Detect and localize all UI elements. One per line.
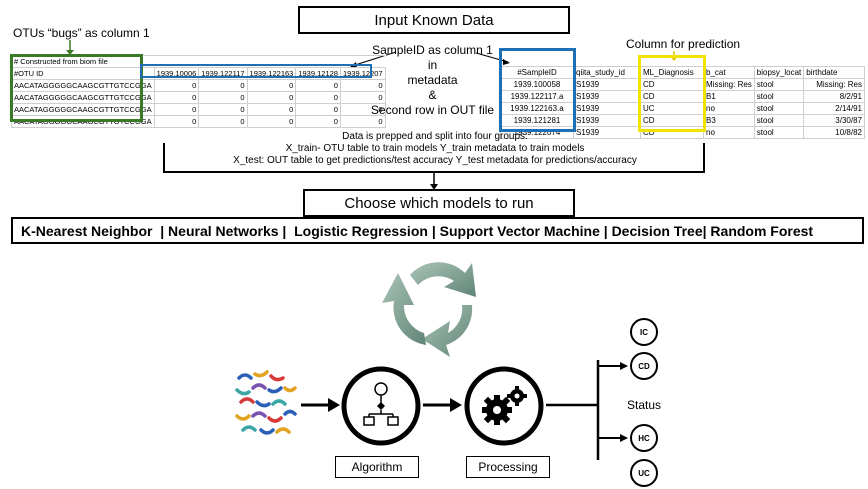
- algorithm-label: Algorithm: [351, 460, 403, 474]
- models-list: K-Nearest Neighbor | Neural Networks | L…: [21, 222, 814, 239]
- status-uc: UC: [630, 459, 658, 487]
- sampleid-column-highlight: [499, 48, 576, 132]
- otu-cell: 0: [246, 115, 297, 128]
- funnel-bracket: [163, 143, 705, 190]
- bacteria-icon: [235, 370, 297, 435]
- status-ic-label: IC: [640, 327, 648, 337]
- otu-cell: 0: [295, 115, 341, 128]
- sampleid-line1: SampleID as column 1 in: [372, 43, 493, 72]
- meta-cell: S1939: [573, 126, 641, 139]
- status-ic: IC: [630, 318, 658, 346]
- processing-label: Processing: [478, 460, 538, 474]
- table-row: AACATAGGGGGCAAGCGTTGTCCGGA 0 0 0 0 0: [11, 103, 386, 116]
- split-line3: X_test: OUT table to get predictions/tes…: [233, 155, 637, 166]
- sampleid-line3: Second row in OUT file: [370, 103, 495, 117]
- meta-cell: 10/8/82: [803, 126, 865, 139]
- otu-table-area: # Constructed from biom file #OTU ID 193…: [11, 55, 386, 128]
- table-row: AACATAGGGGGCAAGCGTTGTCCGGA 0 0 0 0 0: [11, 79, 386, 92]
- otu-cell: 0: [198, 115, 248, 128]
- meta-cell: stool: [753, 126, 805, 139]
- status-cd-label: CD: [638, 361, 650, 371]
- otu-id-column-highlight: [10, 54, 143, 122]
- otus-annotation: OTUs “bugs” as column 1: [13, 26, 150, 40]
- table-row: 1939.122117.a S1939 CD B1 stool 8/2/91: [500, 90, 865, 103]
- sampleid-amp: &: [428, 88, 437, 102]
- algorithm-label-box: Algorithm: [335, 456, 419, 478]
- pipeline-arrows: [301, 360, 628, 460]
- sampleid-line2: metadata: [407, 73, 458, 87]
- status-cd: CD: [630, 352, 658, 380]
- status-label: Status: [627, 398, 662, 412]
- otus-arrow: [66, 40, 74, 55]
- sample-row-highlight: [140, 64, 372, 78]
- otu-cell: 0: [339, 115, 386, 128]
- title-box: Input Known Data: [298, 6, 570, 34]
- processing-label-box: Processing: [466, 456, 550, 478]
- page-title: Input Known Data: [374, 11, 494, 29]
- split-description: Data is prepped and split into four grou…: [180, 131, 690, 167]
- metadata-table-area: #SampleID qiita_study_id ML_Diagnosis b_…: [500, 66, 865, 139]
- status-hc: HC: [630, 424, 658, 452]
- otu-table: # Constructed from biom file #OTU ID 193…: [11, 55, 386, 128]
- table-row: 1939.122074 S1939 CD no stool 10/8/82: [500, 126, 865, 139]
- ml-diagnosis-column-highlight: [638, 55, 706, 132]
- status-hc-label: HC: [638, 433, 650, 443]
- meta-cell: no: [703, 126, 755, 139]
- status-uc-label: UC: [638, 468, 650, 478]
- split-line1: Data is prepped and split into four grou…: [342, 131, 528, 142]
- split-line2: X_train- OTU table to train models Y_tra…: [285, 143, 585, 154]
- processing-gears-icon: [464, 366, 544, 446]
- models-list-bar: K-Nearest Neighbor | Neural Networks | L…: [11, 217, 864, 244]
- metadata-table: #SampleID qiita_study_id ML_Diagnosis b_…: [500, 66, 865, 139]
- refresh-cycle-icon: [382, 262, 476, 357]
- prediction-annotation: Column for prediction: [626, 37, 741, 51]
- table-row: #SampleID qiita_study_id ML_Diagnosis b_…: [500, 66, 865, 79]
- choose-models-box: Choose which models to run: [303, 189, 575, 217]
- choose-models-title: Choose which models to run: [344, 194, 534, 212]
- sampleid-annotation: SampleID as column 1 in metadata & Secon…: [370, 43, 495, 118]
- table-row: 1939.100058 S1939 CD Missing: Res stool …: [500, 78, 865, 91]
- algorithm-node-icon: [341, 366, 421, 446]
- table-row: 1939.122163.a S1939 UC no stool 2/14/91: [500, 102, 865, 115]
